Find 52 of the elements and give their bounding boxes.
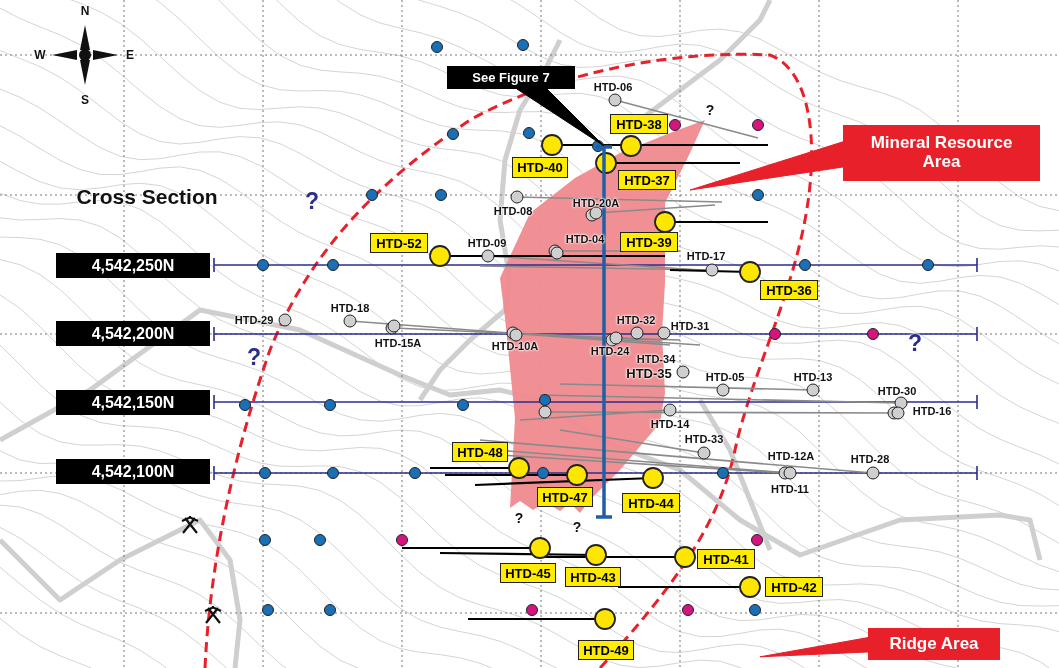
hole-label: HTD-12A — [767, 450, 815, 462]
hole-tag: HTD-43 — [565, 567, 621, 587]
compass-letter: W — [34, 49, 46, 61]
hole-label: HTD-33 — [684, 433, 724, 445]
hole-label: HTD-28 — [850, 453, 890, 465]
northing-label: 4,542,250N — [56, 253, 210, 278]
hole-label: HTD-06 — [593, 81, 633, 93]
northing-label: 4,542,100N — [56, 459, 210, 484]
question-mark: ? — [572, 520, 582, 534]
hole-label: HTD-29 — [234, 314, 274, 326]
hole-label: HTD-35 — [626, 366, 672, 380]
leader-line — [689, 141, 844, 191]
hole-tag: HTD-41 — [697, 549, 755, 569]
callout-box: See Figure 7 — [447, 66, 575, 89]
hole-label: HTD-15A — [374, 337, 422, 349]
hole-tag: HTD-44 — [622, 493, 680, 513]
northing-label: 4,542,150N — [56, 390, 210, 415]
question-mark: ? — [304, 189, 320, 213]
hole-tag: HTD-40 — [512, 157, 568, 178]
hole-tag: HTD-42 — [765, 577, 823, 597]
hole-label: HTD-34 — [636, 353, 676, 365]
question-mark: ? — [907, 331, 923, 355]
compass-letter: N — [80, 5, 90, 17]
hole-tag: HTD-36 — [760, 280, 818, 300]
callout-box: Ridge Area — [868, 628, 1000, 660]
hole-label: HTD-14 — [650, 418, 690, 430]
hole-label: HTD-31 — [670, 320, 710, 332]
question-mark: ? — [705, 103, 715, 117]
hole-label: HTD-13 — [793, 371, 833, 383]
callout-box: Mineral Resource Area — [843, 125, 1040, 181]
hole-label: HTD-17 — [686, 250, 726, 262]
hole-label: HTD-11 — [771, 483, 809, 495]
hole-label: HTD-08 — [493, 205, 533, 217]
leader-line — [759, 637, 869, 658]
compass-letter: E — [126, 49, 134, 61]
hole-tag: HTD-48 — [452, 442, 508, 462]
hole-label: HTD-10A — [491, 340, 539, 352]
hole-tag: HTD-52 — [370, 233, 428, 253]
hole-label: HTD-30 — [877, 385, 917, 397]
hole-label: HTD-18 — [330, 302, 370, 314]
map-heading: Cross Section — [76, 185, 218, 207]
leader-line — [516, 88, 605, 147]
hole-tag: HTD-45 — [500, 563, 556, 583]
northing-label: 4,542,200N — [56, 321, 210, 346]
hole-tag: HTD-38 — [610, 114, 668, 134]
question-mark: ? — [514, 511, 524, 525]
hole-label: HTD-32 — [616, 314, 656, 326]
compass-letter: S — [81, 94, 89, 106]
hole-label: HTD-09 — [467, 237, 507, 249]
hole-tag: HTD-49 — [578, 640, 634, 660]
question-mark: ? — [246, 345, 262, 369]
hole-label: HTD-16 — [912, 405, 952, 417]
